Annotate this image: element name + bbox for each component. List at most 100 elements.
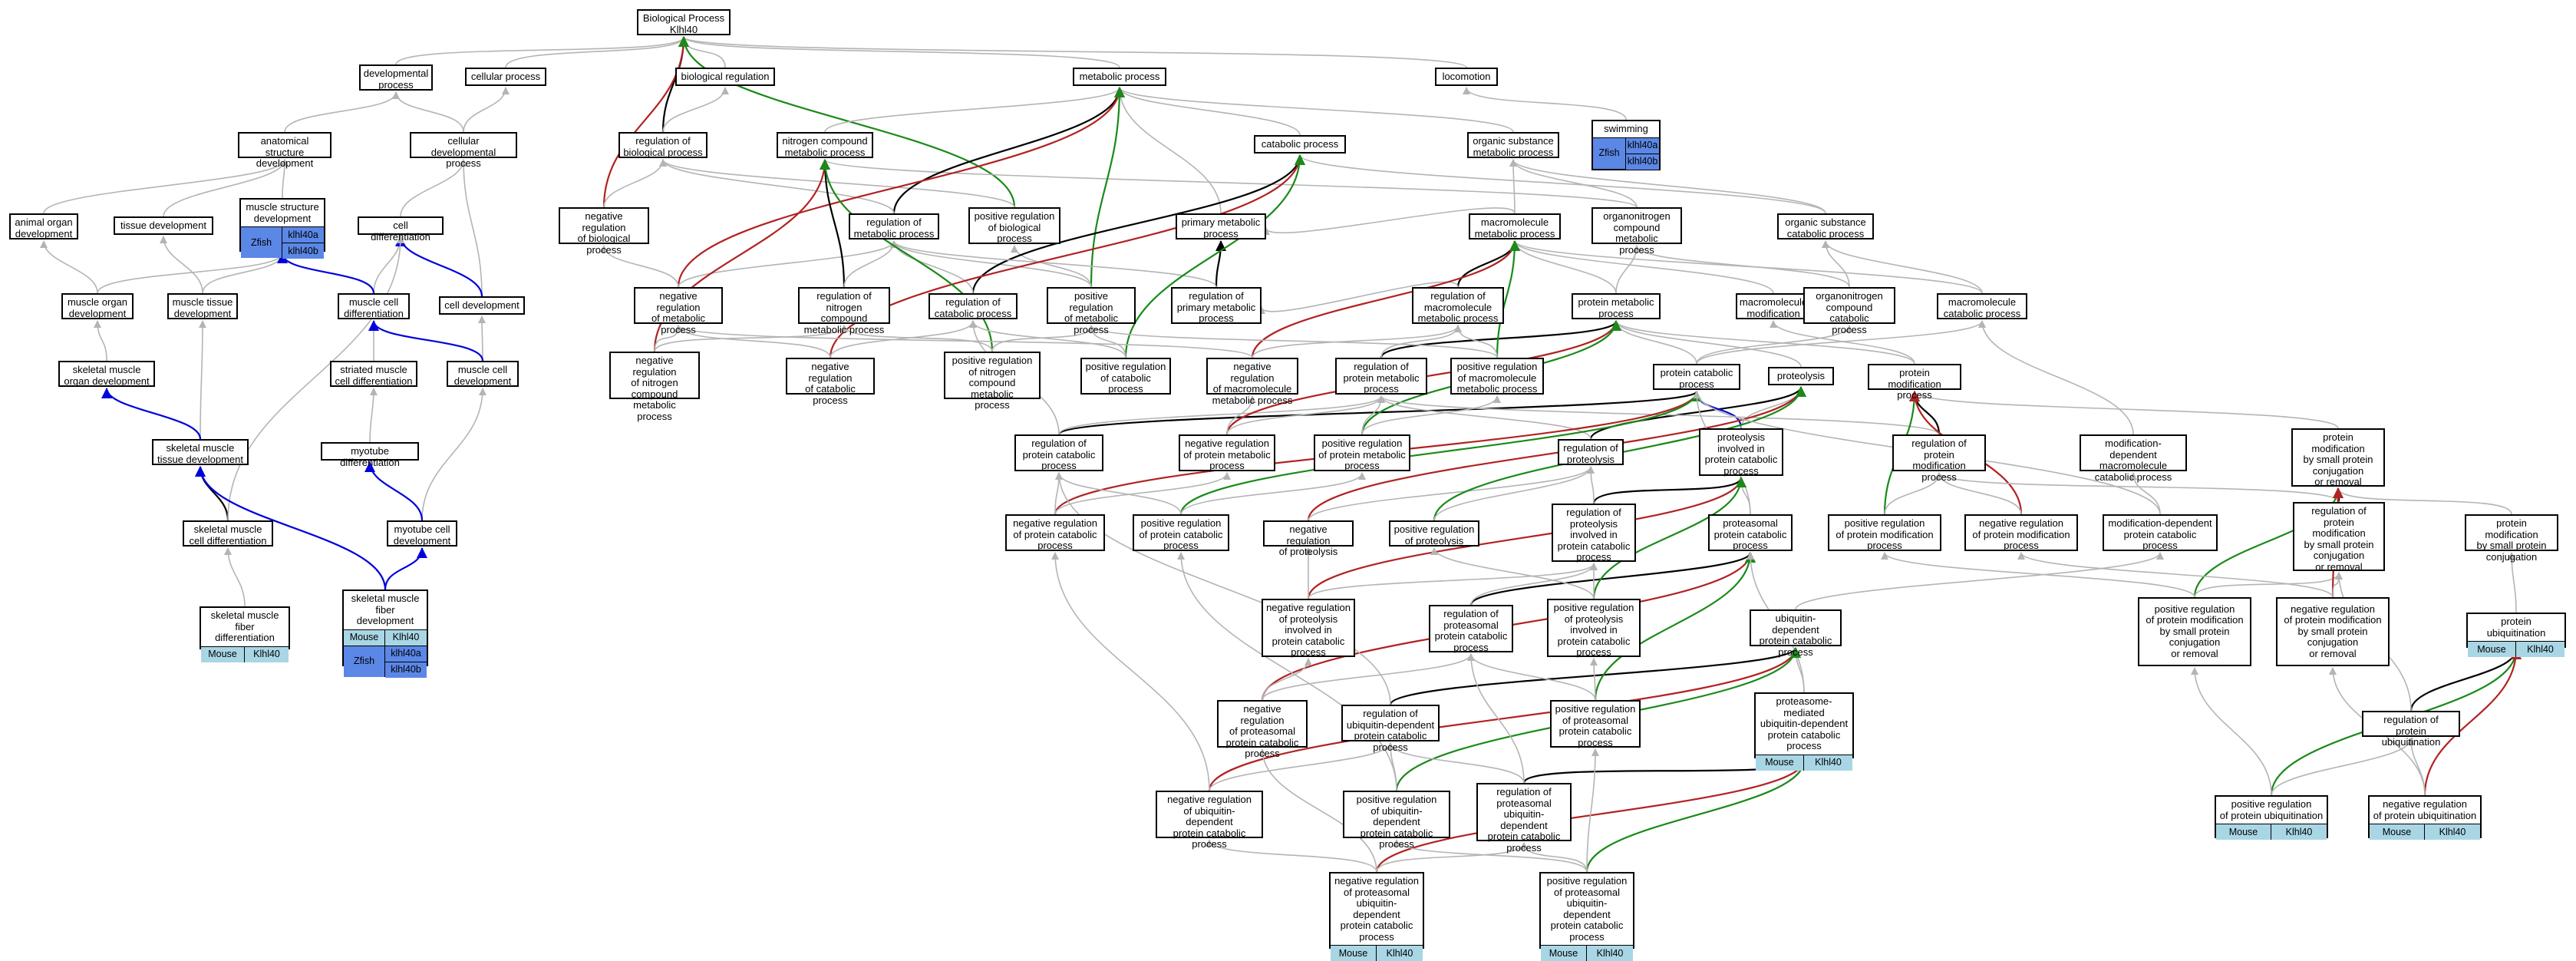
gene-cell[interactable]: klhl40b xyxy=(1626,154,1659,170)
go-term-node-regubqcat[interactable]: regulation of ubiquitin-dependent protei… xyxy=(1341,705,1440,752)
go-term-node-striated[interactable]: striated muscle cell differentiation xyxy=(330,361,417,387)
go-term-node-negregprotmod[interactable]: negative regulation of protein modificat… xyxy=(1964,514,2078,551)
go-term-node-catab[interactable]: catabolic process xyxy=(1254,135,1346,154)
go-term-node-tissdev[interactable]: tissue development xyxy=(114,216,213,235)
go-term-node-ubqdepcat[interactable]: ubiquitin-dependent protein catabolic pr… xyxy=(1750,609,1842,657)
gene-cell[interactable]: klhl40b xyxy=(385,662,427,678)
go-term-node-macrocat[interactable]: macromolecule catabolic process xyxy=(1937,293,2027,319)
gene-cell[interactable]: Klhl40 xyxy=(1804,755,1852,771)
go-term-node-negregprotcat[interactable]: negative regulation of protein catabolic… xyxy=(1005,514,1105,551)
go-term-node-posregcat[interactable]: positive regulation of catabolic process xyxy=(1080,358,1171,395)
go-term-node-regprotubq[interactable]: regulation of protein ubiquitination xyxy=(2362,711,2460,748)
gene-cell[interactable]: klhl40a xyxy=(385,646,427,662)
go-term-node-regprotcat[interactable]: regulation of protein catabolic process xyxy=(1014,434,1103,471)
go-term-node-regproteol[interactable]: regulation of proteolysis xyxy=(1558,439,1624,465)
gene-cell[interactable]: Klhl40 xyxy=(2425,824,2480,840)
go-term-node-negregprotmet[interactable]: negative regulation of protein metabolic… xyxy=(1179,434,1275,471)
go-term-node-anatdev[interactable]: anatomical structure development xyxy=(238,132,331,169)
go-term-node-bioreg[interactable]: biological regulation xyxy=(675,68,775,86)
go-term-node-negregcat[interactable]: negative regulation of catabolic process xyxy=(786,358,875,405)
go-term-node-negregproteolcat[interactable]: negative regulation of proteolysis invol… xyxy=(1262,599,1355,658)
go-term-node-regproteascat[interactable]: regulation of proteasomal protein catabo… xyxy=(1429,605,1513,652)
go-term-node-protmodsmallconj[interactable]: protein modification by small protein co… xyxy=(2465,514,2558,562)
go-term-node-negregprotubq[interactable]: negative regulation of protein ubiquitin… xyxy=(2368,795,2482,840)
go-term-node-protmod[interactable]: protein modification process xyxy=(1868,364,1961,401)
go-term-node-primmet[interactable]: primary metabolic process xyxy=(1176,213,1266,239)
go-term-node-posregproteascat[interactable]: positive regulation of proteasomal prote… xyxy=(1550,700,1641,748)
go-term-node-posregproteol[interactable]: positive regulation of proteolysis xyxy=(1389,520,1479,547)
go-term-node-musorg[interactable]: muscle organ development xyxy=(61,293,134,319)
go-term-node-regmacro[interactable]: regulation of macromolecule metabolic pr… xyxy=(1412,287,1504,324)
go-term-node-celldev[interactable]: cell development xyxy=(439,296,525,315)
go-term-node-orgnitmet[interactable]: organonitrogen compound metabolic proces… xyxy=(1591,207,1682,255)
go-term-node-regnitro[interactable]: regulation of nitrogen compound metaboli… xyxy=(798,287,890,335)
go-term-node-proteasmedcat[interactable]: proteasome-mediated ubiquitin-dependent … xyxy=(1754,692,1854,771)
go-term-node-orgsub[interactable]: organic substance metabolic process xyxy=(1467,132,1559,158)
go-term-node-muscelldiff[interactable]: muscle cell differentiation xyxy=(338,293,410,319)
go-term-node-regprim[interactable]: regulation of primary metabolic process xyxy=(1171,287,1262,324)
go-term-node-bp[interactable]: Biological Process Klhl40 xyxy=(637,9,731,35)
gene-cell[interactable]: klhl40a xyxy=(282,227,324,243)
go-term-node-negregproteol[interactable]: negative regulation of proteolysis xyxy=(1263,520,1354,557)
go-term-node-skelcelldiff[interactable]: skeletal muscle cell differentiation xyxy=(183,520,273,547)
go-term-node-cellproc[interactable]: cellular process xyxy=(465,68,546,86)
go-term-node-negregproteasubq[interactable]: negative regulation of proteasomal ubiqu… xyxy=(1329,872,1424,961)
go-term-node-moddepprotcat[interactable]: modification-dependent protein catabolic… xyxy=(2103,514,2218,551)
go-term-node-protcat[interactable]: protein catabolic process xyxy=(1653,364,1740,390)
go-term-node-protmet[interactable]: protein metabolic process xyxy=(1572,293,1661,319)
gene-cell[interactable]: Klhl40 xyxy=(1587,946,1633,961)
go-term-node-proteolysis[interactable]: proteolysis xyxy=(1768,367,1834,385)
go-term-node-posregubqcat[interactable]: positive regulation of ubiquitin-depende… xyxy=(1343,791,1450,850)
go-term-node-proteolcat[interactable]: proteolysis involved in protein cataboli… xyxy=(1699,428,1783,476)
go-term-node-celldiff[interactable]: cell differentiation xyxy=(358,216,444,242)
go-term-node-negregprotmodsmall[interactable]: negative regulation of protein modificat… xyxy=(2276,597,2390,666)
go-term-node-regmet[interactable]: regulation of metabolic process xyxy=(849,213,939,239)
go-term-node-skeltiss[interactable]: skeletal muscle tissue development xyxy=(152,439,249,465)
go-term-node-regcat[interactable]: regulation of catabolic process xyxy=(928,293,1018,319)
go-term-node-macromod[interactable]: macromolecule modification xyxy=(1736,293,1811,319)
go-term-node-posregproteolcat[interactable]: positive regulation of proteolysis invol… xyxy=(1547,599,1641,658)
go-term-node-celldevproc[interactable]: cellular developmental process xyxy=(410,132,517,169)
gene-cell[interactable]: Klhl40 xyxy=(2271,824,2327,840)
go-term-node-locomotion[interactable]: locomotion xyxy=(1435,68,1498,86)
go-term-node-orgsubcat[interactable]: organic substance catabolic process xyxy=(1777,213,1874,239)
gene-cell[interactable]: klhl40b xyxy=(282,243,324,259)
go-term-node-posregnitro[interactable]: positive regulation of nitrogen compound… xyxy=(944,352,1041,411)
go-term-node-posregmacro[interactable]: positive regulation of macromolecule met… xyxy=(1450,358,1544,395)
go-term-node-posregprotmodsmall[interactable]: positive regulation of protein modificat… xyxy=(2138,597,2251,666)
go-term-node-moddepcat[interactable]: modification-dependent macromolecule cat… xyxy=(2080,434,2187,482)
go-term-node-negregmet[interactable]: negative regulation of metabolic process xyxy=(634,287,723,335)
go-term-node-posregprotmod[interactable]: positive regulation of protein modificat… xyxy=(1828,514,1941,551)
go-term-node-posregprotmet[interactable]: positive regulation of protein metabolic… xyxy=(1314,434,1410,471)
go-term-node-devproc[interactable]: developmental process xyxy=(359,64,433,91)
go-term-node-mustiss[interactable]: muscle tissue development xyxy=(167,293,238,319)
go-term-node-posregprotubq[interactable]: positive regulation of protein ubiquitin… xyxy=(2215,795,2328,840)
go-term-node-regprotmod[interactable]: regulation of protein modification proce… xyxy=(1892,434,1986,482)
go-term-node-animorg[interactable]: animal organ development xyxy=(9,213,78,239)
go-term-node-orgnitcat[interactable]: organonitrogen compound catabolic proces… xyxy=(1803,287,1895,335)
go-term-node-posregbio[interactable]: positive regulation of biological proces… xyxy=(968,207,1060,244)
gene-cell[interactable]: Klhl40 xyxy=(245,646,289,662)
go-term-node-muscelldev[interactable]: muscle cell development xyxy=(447,361,519,387)
go-term-node-myotubediff[interactable]: myotube differentiation xyxy=(321,442,419,467)
go-term-node-negregbio[interactable]: negative regulation of biological proces… xyxy=(559,207,649,255)
go-term-node-posregproteasubq[interactable]: positive regulation of proteasomal ubiqu… xyxy=(1539,872,1634,961)
go-term-node-negregubqcat[interactable]: negative regulation of ubiquitin-depende… xyxy=(1156,791,1263,850)
gene-cell[interactable]: klhl40a xyxy=(1626,137,1659,154)
go-term-node-negregproteascat[interactable]: negative regulation of proteasomal prote… xyxy=(1217,700,1308,759)
go-term-node-negregmacro[interactable]: negative regulation of macromolecule met… xyxy=(1206,358,1298,405)
go-term-node-regproteolcat[interactable]: regulation of proteolysis involved in pr… xyxy=(1552,504,1636,563)
gene-cell[interactable]: Klhl40 xyxy=(2516,642,2564,657)
go-term-node-proteascat[interactable]: proteasomal protein catabolic process xyxy=(1708,514,1793,551)
go-term-node-nitro[interactable]: nitrogen compound metabolic process xyxy=(777,132,873,158)
go-term-node-metab[interactable]: metabolic process xyxy=(1073,68,1166,86)
gene-cell[interactable]: Klhl40 xyxy=(385,629,427,646)
go-term-node-regproteasubq[interactable]: regulation of proteasomal ubiquitin-depe… xyxy=(1476,783,1572,853)
go-term-node-posregprotcat[interactable]: positive regulation of protein catabolic… xyxy=(1133,514,1229,551)
go-term-node-posregmet[interactable]: positive regulation of metabolic process xyxy=(1047,287,1136,335)
